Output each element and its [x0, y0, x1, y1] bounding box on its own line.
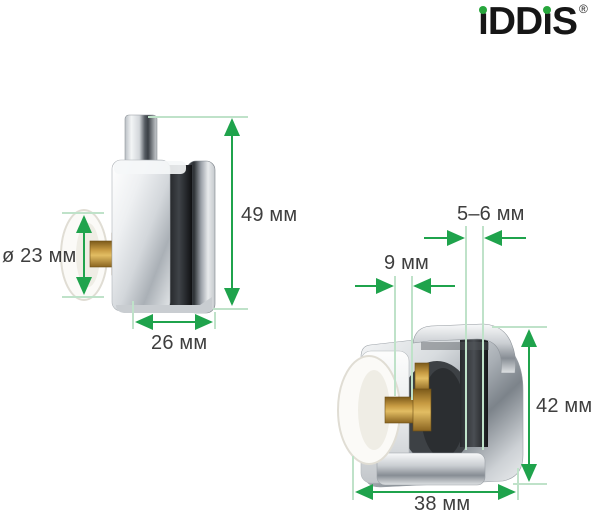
- bottom-bevel: [116, 297, 212, 313]
- glass-slot-channel: [460, 333, 488, 447]
- brass-axle-collar: [412, 388, 432, 432]
- logo-letter-s: S: [552, 0, 578, 43]
- dim-label-wheel-offset: 9 мм: [384, 252, 429, 274]
- top-flange-highlight: [114, 161, 186, 174]
- dim-label-width-26: 26 мм: [151, 332, 208, 354]
- brand-logo-letters: ı D D ı S: [478, 0, 578, 43]
- logo-letter-glyph: ı: [478, 0, 489, 43]
- logo-letter-i2: ı: [542, 0, 553, 43]
- arm-shadow: [421, 342, 489, 350]
- logo-letter-d1: D: [487, 0, 516, 43]
- bottom-roller-photo: [337, 323, 524, 488]
- wheel-hub: [358, 370, 390, 450]
- brass-adjust-screw: [414, 362, 430, 392]
- dim-label-glass-thickness: 5–6 мм: [457, 203, 525, 225]
- dim-label-height-42: 42 мм: [536, 395, 593, 417]
- logo-green-dot-icon: [543, 6, 552, 14]
- roller-body: [337, 323, 524, 488]
- dim-label-wheel-diameter: ø 23 мм: [2, 245, 77, 267]
- top-roller-photo: [60, 114, 216, 314]
- logo-green-dot-icon: [478, 6, 487, 14]
- bottom-lip: [376, 452, 486, 486]
- dim-label-width-38: 38 мм: [414, 493, 471, 513]
- registered-trademark-icon: ®: [579, 2, 588, 16]
- roller-body: [60, 159, 216, 314]
- brand-logo: ı D D ı S ®: [478, 2, 588, 42]
- logo-letter-glyph: ı: [542, 0, 553, 43]
- front-clamp-plate: [111, 159, 171, 312]
- logo-letter-i: ı: [478, 0, 489, 43]
- top-hook-arm: [412, 323, 516, 374]
- brass-axle: [384, 396, 418, 424]
- dim-label-height-49: 49 мм: [241, 204, 298, 226]
- roller-cavity-inner: [421, 368, 465, 458]
- logo-letter-d2: D: [515, 0, 543, 43]
